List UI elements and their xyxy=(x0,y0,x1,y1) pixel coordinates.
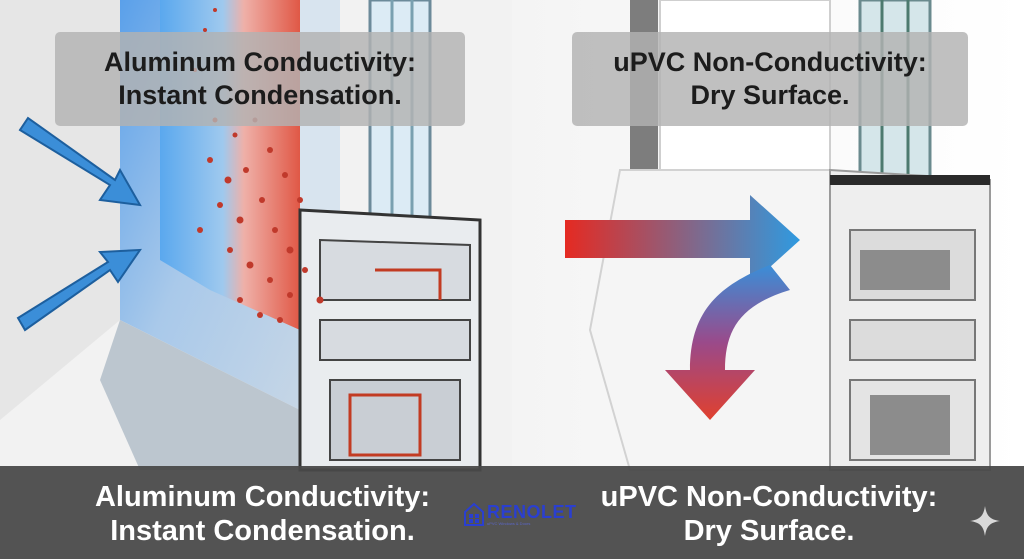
logo-tagline: uPVC Windows & Doors xyxy=(487,521,531,526)
aluminum-top-label: Aluminum Conductivity: Instant Condensat… xyxy=(55,32,465,126)
aluminum-caption-line1: Aluminum Conductivity: xyxy=(94,481,431,513)
house-window-logo-icon xyxy=(464,502,484,526)
upvc-top-label: uPVC Non-Conductivity: Dry Surface. xyxy=(572,32,968,126)
upvc-caption-line2: Dry Surface. xyxy=(683,515,855,547)
aluminum-caption: Aluminum Conductivity: Instant Condensat… xyxy=(60,480,465,548)
upvc-caption-line1: uPVC Non-Conductivity: xyxy=(600,481,938,513)
aluminum-top-label-line1: Aluminum Conductivity: xyxy=(104,47,416,77)
upvc-caption: uPVC Non-Conductivity: Dry Surface. xyxy=(573,480,965,548)
caption-bar xyxy=(0,466,1024,559)
sparkle-icon xyxy=(970,506,1000,536)
aluminum-caption-line2: Instant Condensation. xyxy=(110,515,415,547)
renolet-logo: RENOLET uPVC Windows & Doors xyxy=(463,502,591,532)
upvc-top-label-line1: uPVC Non-Conductivity: xyxy=(613,47,927,77)
aluminum-top-label-line2: Instant Condensation. xyxy=(118,80,402,110)
upvc-top-label-line2: Dry Surface. xyxy=(690,80,850,110)
logo-name: RENOLET xyxy=(487,502,577,522)
